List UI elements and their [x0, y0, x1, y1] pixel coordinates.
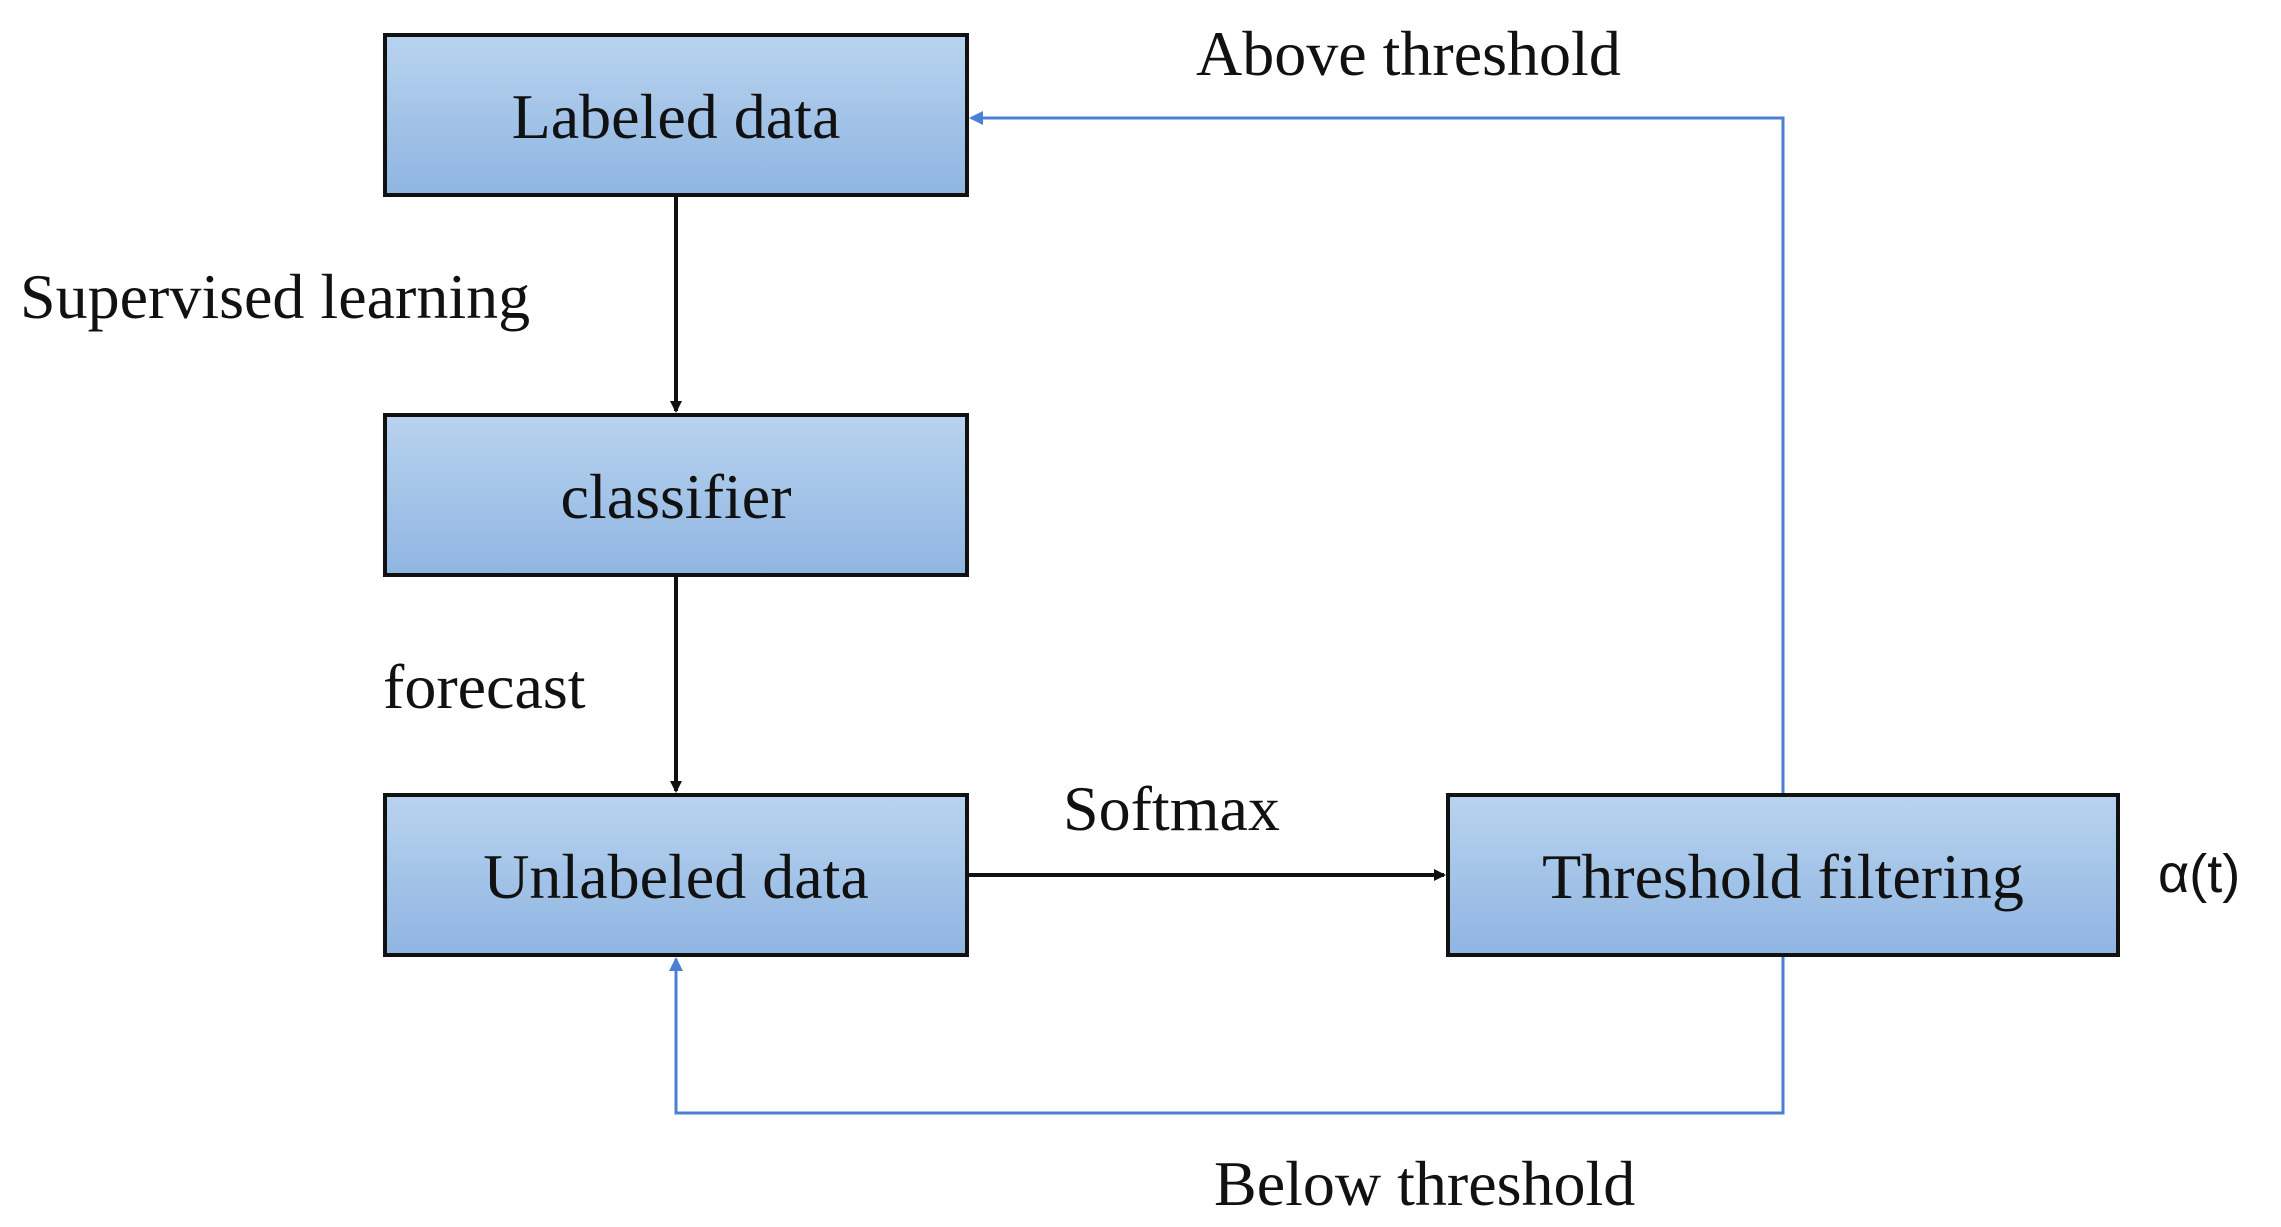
edge-label-supervised-learning: Supervised learning [20, 261, 530, 332]
edge-label-forecast: forecast [383, 651, 586, 722]
node-labeled-data: Labeled data [383, 33, 969, 197]
node-classifier-box [383, 413, 969, 577]
node-threshold-filtering-label: Threshold filtering [1542, 841, 2024, 912]
edge-label-below-threshold: Below threshold [1214, 1148, 1635, 1219]
node-threshold-filtering: Threshold filtering [1446, 793, 2120, 957]
alpha-annotation: α(t) [2158, 844, 2240, 904]
node-labeled-data-box [383, 33, 969, 197]
edge-below-threshold [669, 957, 1785, 1115]
edge-label-above-threshold: Above threshold [1196, 18, 1621, 89]
node-classifier: classifier [383, 413, 969, 577]
edge-label-softmax: Softmax [1063, 773, 1280, 844]
node-threshold-filtering-box [1446, 793, 2120, 957]
node-labeled-data-label: Labeled data [512, 81, 841, 152]
edge-above-threshold [969, 111, 1785, 793]
node-unlabeled-data: Unlabeled data [383, 793, 969, 957]
node-unlabeled-data-box [383, 793, 969, 957]
node-unlabeled-data-label: Unlabeled data [483, 841, 869, 912]
node-classifier-label: classifier [561, 461, 792, 532]
